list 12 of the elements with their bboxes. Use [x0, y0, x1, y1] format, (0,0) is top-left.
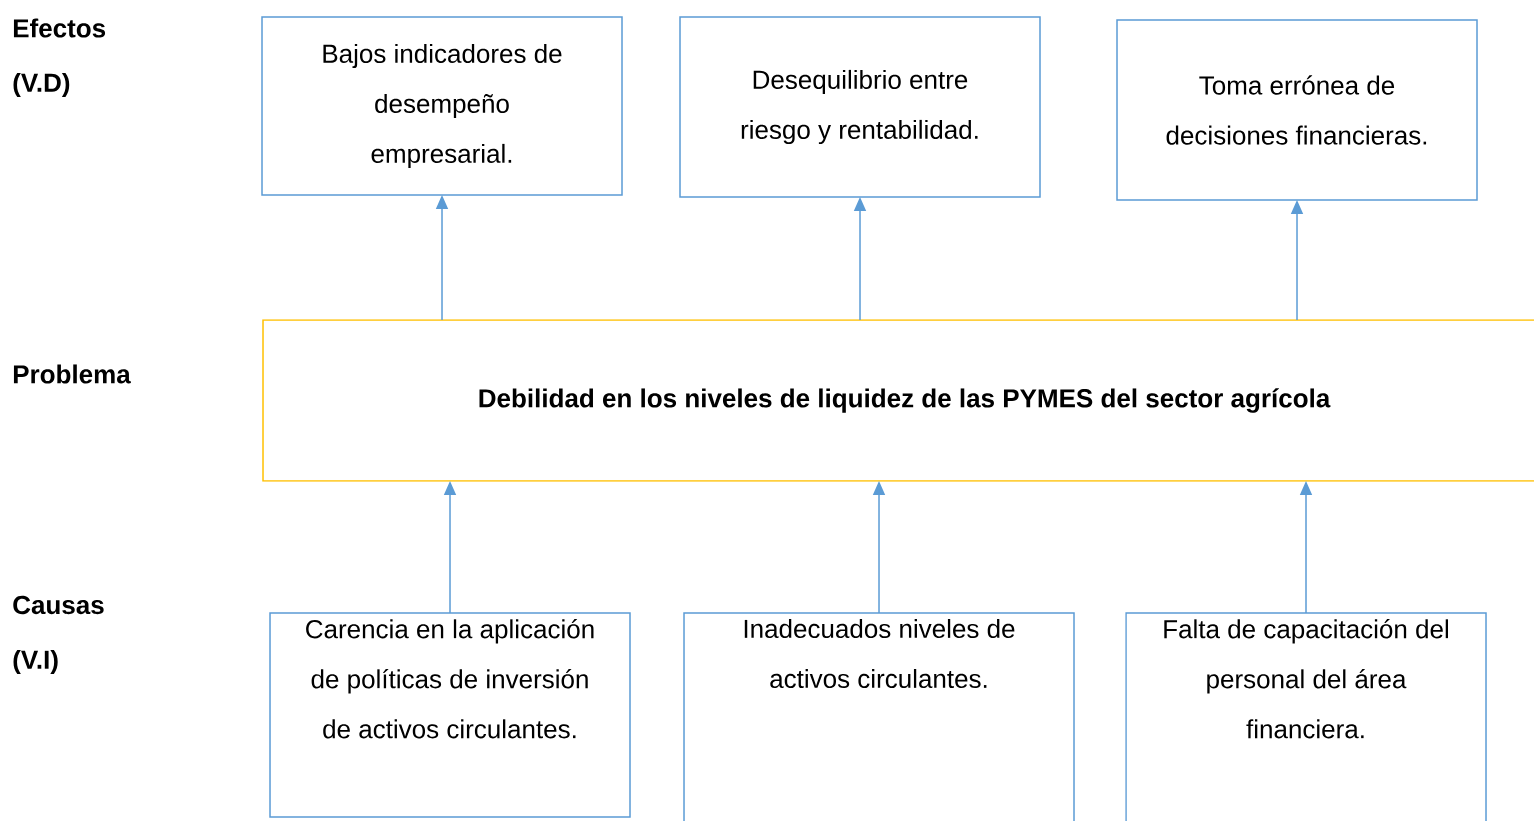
cause-box: Carencia en la aplicación de políticas de inversión de activos circulantes.	[269, 612, 631, 818]
cause-box: Inadecuados niveles de activos circulantes.	[683, 612, 1075, 821]
effect-box: Toma errónea de decisiones financieras.	[1116, 19, 1478, 201]
effect-box: Desequilibrio entre riesgo y rentabilidad.	[679, 16, 1041, 198]
side-label: Efectos	[13, 18, 106, 38]
cause-box: Falta de capacitación del personal del área financiera.	[1125, 612, 1487, 821]
side-label: (V.D)	[13, 72, 70, 98]
problem-box: Debilidad en los niveles de liquidez de las PYMES del sector agrícola	[262, 319, 1534, 482]
side-label: (V.I)	[13, 649, 58, 675]
side-label: Causas	[13, 595, 104, 615]
effect-box: Bajos indicadores de desempeño empresarial.	[261, 16, 623, 196]
side-label: Problema	[13, 364, 131, 384]
